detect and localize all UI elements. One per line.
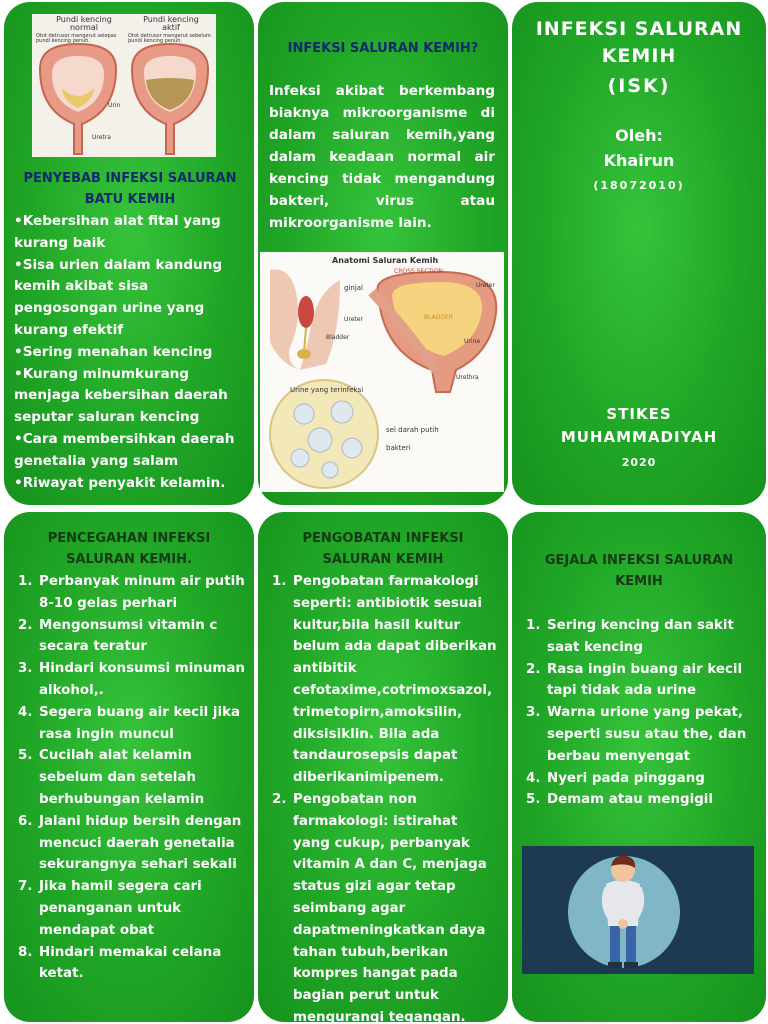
list-item: 6.Jalani hidup bersih dengan mencuci dae…	[18, 813, 242, 873]
year: 2020	[621, 456, 657, 469]
treatment-list: 1.Pengobatan farmakologi seperti: antibi…	[266, 571, 498, 1022]
institution-line2: MUHAMMADIYAH	[560, 428, 718, 446]
cross-section-label: CROSS SECTION	[394, 268, 444, 275]
label-active: Pundi kencing aktif	[143, 15, 199, 32]
anatomy-title: Anatomi Saluran Kemih	[332, 256, 439, 265]
list-item: 8.Hindari memakai celana ketat.	[18, 944, 222, 982]
symptoms-list: 1.Sering kencing dan sakit saat kencing …	[520, 615, 760, 811]
label-ginjal: ginjal	[344, 284, 364, 292]
label-white-blood-cell: sel darah putih	[386, 426, 439, 434]
label-ureter-right: Ureter	[476, 282, 495, 289]
list-item: 1.Pengobatan farmakologi seperti: antibi…	[272, 574, 497, 786]
author-name: Khairun	[603, 151, 675, 170]
cover-title-line3: (ISK)	[607, 75, 671, 97]
list-item: •Kebersihan alat fital yang kurang baik	[14, 213, 221, 251]
list-item: 4.Segera buang air kecil jika rasa ingin…	[18, 704, 241, 742]
list-item: 4.Nyeri pada pinggang	[526, 770, 705, 786]
prevention-list: 1.Perbanyak minum air putih 8-10 gelas p…	[12, 571, 248, 985]
panel-definition: INFEKSI SALURAN KEMIH? Infeksi akibat be…	[258, 2, 508, 505]
label-infected-urine: Urine yang terinfeksi	[290, 386, 364, 394]
bladder-comparison-image: Pundi kencing normal Pundi kencing aktif…	[32, 14, 216, 157]
list-item: •Kurang minumkurang menjaga kebersihan d…	[14, 365, 228, 426]
label-bacteria: bakteri	[386, 444, 411, 452]
anatomy-diagram-icon	[269, 269, 498, 489]
label-bladder: BLADDER	[424, 314, 453, 321]
list-item: 1.Sering kencing dan sakit saat kencing	[526, 618, 734, 655]
author-label: Oleh:	[615, 126, 663, 145]
symptom-illustration	[522, 846, 754, 974]
label-urine: Urine	[464, 338, 481, 345]
list-item: •Cara membersihkan daerah genetalia yang…	[14, 430, 235, 469]
label-urethra: Urethra	[456, 374, 479, 381]
caption-normal: Otot detrusor mengerut selepas pundi ken…	[36, 33, 117, 44]
panel-cover: INFEKSI SALURAN KEMIH (ISK) Oleh: Khairu…	[512, 2, 766, 505]
panel-symptoms: GEJALA INFEKSI SALURAN KEMIH 1.Sering ke…	[512, 512, 766, 1022]
prevention-title: PENCEGAHAN INFEKSI SALURAN KEMIH.	[47, 531, 211, 567]
list-item: •Sering menahan kencing	[14, 343, 213, 360]
causes-list: •Kebersihan alat fital yang kurang baik …	[14, 211, 246, 494]
definition-title: INFEKSI SALURAN KEMIH?	[287, 41, 479, 56]
label-ureter-left: Ureter	[344, 316, 363, 323]
list-item: 5.Cucilah alat kelamin sebelum dan setel…	[18, 748, 205, 807]
urinary-anatomy-image: Anatomi Saluran Kemih CROSS SECTION ginj…	[260, 252, 504, 492]
panel-prevention: PENCEGAHAN INFEKSI SALURAN KEMIH. 1.Perb…	[4, 512, 254, 1022]
student-id: (18072010)	[593, 179, 685, 192]
list-item: 3.Hindari konsumsi minuman alkohol,.	[18, 661, 245, 698]
symptoms-title: GEJALA INFEKSI SALURAN KEMIH	[544, 553, 734, 589]
cover-title-line1: INFEKSI SALURAN	[535, 18, 743, 40]
institution-line1: STIKES	[606, 405, 672, 423]
list-item: 5.Demam atau mengigil	[526, 792, 713, 808]
list-item: •Sisa urien dalam kandung kemih akibat s…	[14, 256, 223, 338]
list-item: •Riwayat penyakit kelamin.	[14, 474, 226, 491]
panel-treatment: PENGOBATAN INFEKSI SALURAN KEMIH 1.Pengo…	[258, 512, 508, 1022]
label-bladder-left: Bladder	[326, 334, 350, 341]
list-item: 7.Jika hamil segera cari penanganan untu…	[18, 879, 202, 938]
caption-active: Otot detrusor mengerut sebelum pundi ken…	[128, 33, 211, 44]
causes-title: PENYEBAB INFEKSI SALURAN BATU KEMIH	[23, 171, 237, 207]
label-uretra: Uretra	[92, 134, 111, 141]
definition-text: Infeksi akibat berkembang biaknya mikroo…	[269, 83, 495, 231]
list-item: 3.Warna urione yang pekat, seperti susu …	[526, 705, 747, 764]
list-item: 2.Pengobatan non farmakologi: istirahat …	[272, 791, 487, 1022]
label-urin: Urin	[108, 102, 121, 109]
list-item: 2.Mengonsumsi vitamin c secara teratur	[18, 617, 218, 655]
label-normal: Pundi kencing normal	[56, 15, 112, 32]
treatment-title: PENGOBATAN INFEKSI SALURAN KEMIH	[302, 531, 464, 567]
panel-causes: Pundi kencing normal Pundi kencing aktif…	[4, 2, 254, 505]
person-holding-bladder-icon	[568, 855, 680, 968]
list-item: 2.Rasa ingin buang air kecil tapi tidak …	[526, 661, 743, 699]
list-item: 1.Perbanyak minum air putih 8-10 gelas p…	[18, 574, 245, 611]
cover-title-line2: KEMIH	[601, 45, 677, 67]
bladder-diagram-icon	[38, 42, 210, 155]
